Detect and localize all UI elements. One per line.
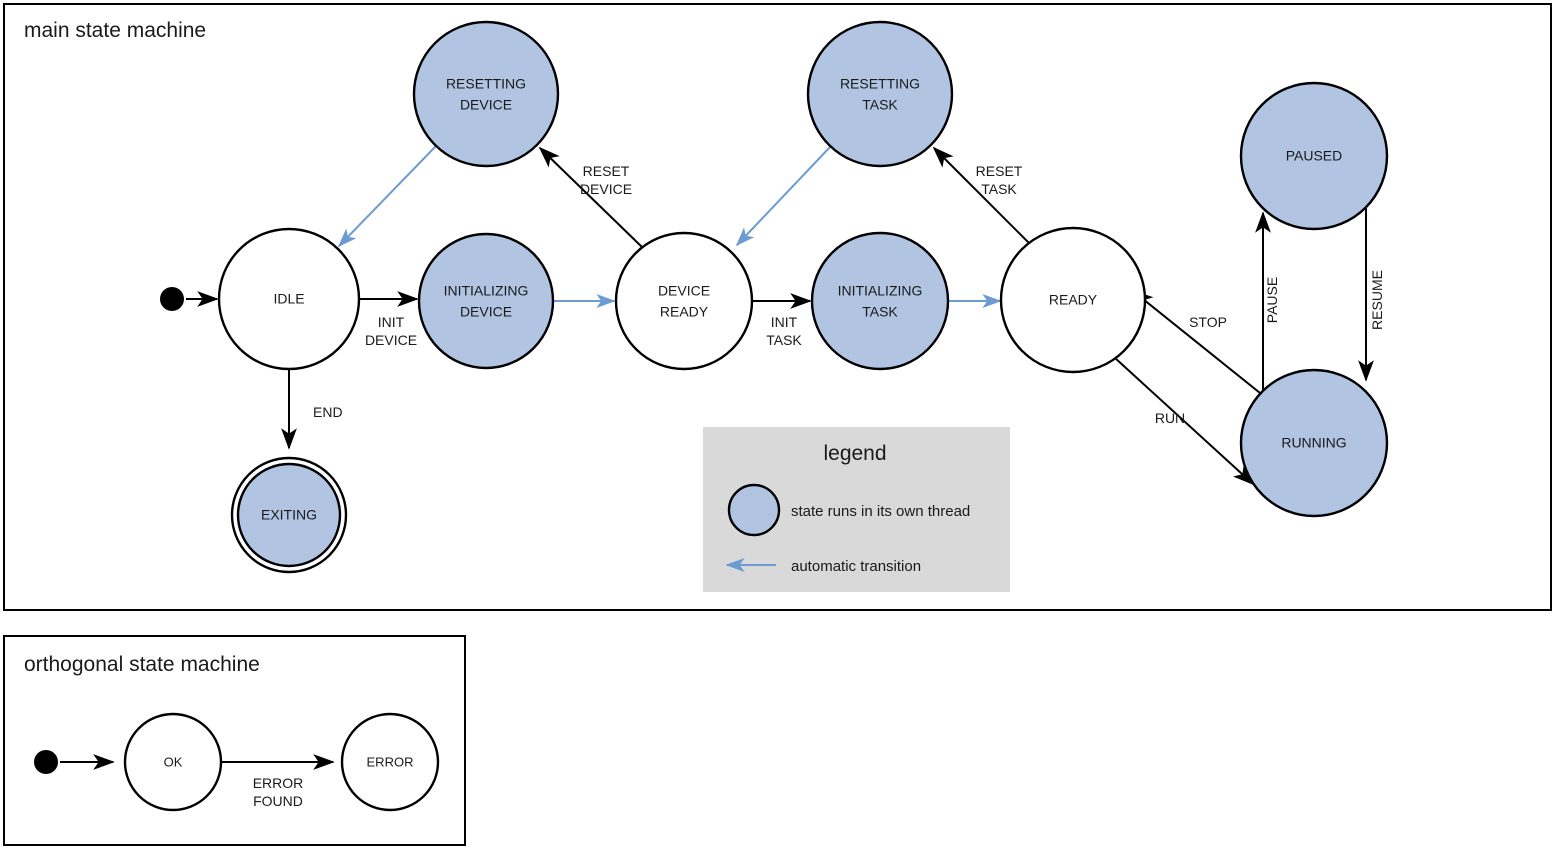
transition-device-ready-initializing-task[interactable]: INIT TASK xyxy=(753,293,812,348)
transition-ok-error[interactable]: ERROR FOUND xyxy=(221,754,335,809)
legend-entry-thread-state: state runs in its own thread xyxy=(727,483,970,537)
state-label-resetting-task-line1: RESETTING xyxy=(840,76,920,92)
orthogonal-transitions: ERROR FOUND xyxy=(60,754,335,809)
state-node-ready[interactable]: READY xyxy=(999,226,1147,374)
legend-thread-state-text: state runs in its own thread xyxy=(791,503,970,520)
state-node-initializing-task[interactable]: INITIALIZING TASK xyxy=(810,231,950,371)
transition-ready-running[interactable]: RUN xyxy=(1114,357,1255,486)
state-label-device-ready-line2: READY xyxy=(660,304,709,320)
orthogonal-states: OK ERROR xyxy=(34,712,440,812)
transition-label-reset-task-line2: TASK xyxy=(981,181,1017,197)
transition-label-stop: STOP xyxy=(1189,314,1227,330)
transition-running-paused[interactable]: PAUSE xyxy=(1255,211,1280,390)
transition-label-reset-device-line1: RESET xyxy=(583,163,630,179)
transition-resetting-task-device-ready[interactable] xyxy=(735,145,832,247)
state-node-resetting-device[interactable]: RESETTING DEVICE xyxy=(412,20,560,168)
state-label-initializing-device-line1: INITIALIZING xyxy=(444,283,529,299)
legend-entry-automatic-transition: automatic transition xyxy=(725,557,921,575)
state-label-error: ERROR xyxy=(367,754,414,769)
state-label-ready: READY xyxy=(1049,292,1098,308)
transition-paused-running[interactable]: RESUME xyxy=(1358,205,1385,382)
state-label-ok: OK xyxy=(164,754,183,769)
state-node-idle[interactable]: IDLE xyxy=(217,227,361,371)
main-transitions: INIT DEVICE RESET DEVICE INIT TASK xyxy=(186,145,1385,486)
state-node-initializing-device[interactable]: INITIALIZING DEVICE xyxy=(417,232,555,370)
transition-label-init-device-line1: INIT xyxy=(378,314,405,330)
transition-resetting-device-idle[interactable] xyxy=(337,145,437,248)
transition-label-resume: RESUME xyxy=(1369,270,1385,330)
transition-idle-exiting[interactable]: END xyxy=(281,369,343,450)
state-label-running: RUNNING xyxy=(1281,435,1346,451)
state-label-initializing-task-line1: INITIALIZING xyxy=(838,283,923,299)
initial-state-marker-orthogonal xyxy=(34,750,58,774)
state-label-resetting-device-line2: DEVICE xyxy=(460,97,512,113)
transition-label-run: RUN xyxy=(1155,410,1185,426)
transition-label-init-task-line1: INIT xyxy=(771,314,798,330)
transition-label-end: END xyxy=(313,404,343,420)
orthogonal-container-title: orthogonal state machine xyxy=(24,653,260,676)
state-node-ok[interactable]: OK xyxy=(123,712,223,812)
state-label-initializing-task-line2: TASK xyxy=(862,304,898,320)
transition-label-pause: PAUSE xyxy=(1264,277,1280,323)
transition-label-reset-device-line2: DEVICE xyxy=(580,181,632,197)
legend-thread-state-swatch xyxy=(727,483,781,537)
initial-state-marker-main xyxy=(160,287,184,311)
transition-idle-initializing-device[interactable]: INIT DEVICE xyxy=(359,291,419,348)
state-label-exiting: EXITING xyxy=(261,507,317,523)
state-label-paused: PAUSED xyxy=(1286,148,1343,164)
state-node-error[interactable]: ERROR xyxy=(340,712,440,812)
legend-title: legend xyxy=(823,442,886,465)
main-states: IDLE RESETTING DEVICE INITIALIZING DEVIC… xyxy=(160,20,1389,574)
transition-label-reset-task-line1: RESET xyxy=(976,163,1023,179)
state-node-device-ready[interactable]: DEVICE READY xyxy=(614,231,754,371)
state-label-initializing-device-line2: DEVICE xyxy=(460,304,512,320)
main-container-title: main state machine xyxy=(24,19,206,42)
state-label-device-ready-line1: DEVICE xyxy=(658,283,710,299)
state-node-running[interactable]: RUNNING xyxy=(1239,368,1389,518)
state-label-resetting-task-line2: TASK xyxy=(862,97,898,113)
transition-label-error-found-line1: ERROR xyxy=(253,775,304,791)
state-label-idle: IDLE xyxy=(273,291,304,307)
transition-ready-resetting-task[interactable]: RESET TASK xyxy=(932,146,1033,247)
transition-label-error-found-line2: FOUND xyxy=(253,793,303,809)
state-node-resetting-task[interactable]: RESETTING TASK xyxy=(806,20,954,168)
transition-running-ready[interactable]: STOP xyxy=(1131,289,1266,398)
state-node-exiting[interactable]: EXITING xyxy=(230,456,348,574)
legend-panel: legend state runs in its own thread auto… xyxy=(703,427,1010,592)
legend-automatic-transition-text: automatic transition xyxy=(791,558,921,575)
state-label-resetting-device-line1: RESETTING xyxy=(446,76,526,92)
state-node-paused[interactable]: PAUSED xyxy=(1239,81,1389,231)
transition-label-init-task-line2: TASK xyxy=(766,332,802,348)
transition-device-ready-resetting-device[interactable]: RESET DEVICE xyxy=(538,146,644,249)
transition-label-init-device-line2: DEVICE xyxy=(365,332,417,348)
